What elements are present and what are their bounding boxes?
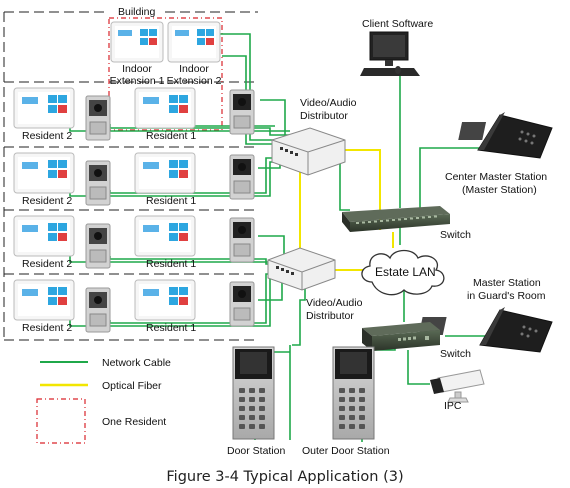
estate-lan-cloud-icon [361,249,445,296]
resident-1-door-unit [229,154,255,200]
distributor-bottom-label-line1: Video/Audio [306,297,363,309]
legend-network-cable-label: Network Cable [102,357,171,369]
one-resident-box [108,17,223,131]
building-outline [3,11,258,341]
resident-2-indoor-station [13,279,75,321]
resident-row: Resident 2 Resident 1 [13,279,255,334]
resident-rows: Resident 2 Resident 1 Resident 2 Resident 1… [13,87,255,334]
ipc-camera-icon [430,369,485,403]
figure-caption: Figure 3-4 Typical Application (3) [166,469,403,485]
estate-lan-label: Estate LAN [375,265,436,279]
indoor-extension-2-label-line1: Indoor [179,63,209,75]
resident-1-label: Resident 1 [146,195,196,207]
indoor-extension-1-device [110,21,164,63]
door-station-label: Door Station [227,445,286,457]
distributor-bottom-device [267,247,336,291]
legend: Network Cable Optical Fiber One Resident [36,357,171,444]
master-station-guard-label-line2: in Guard's Room [467,290,546,302]
distributor-top-device [271,127,346,176]
resident-1-door-unit [229,217,255,263]
resident-2-indoor-station [13,215,75,257]
indoor-extension-2-device [167,21,221,63]
resident-2-door-unit [85,95,111,141]
client-software-computer-icon [360,31,420,76]
resident-1-indoor-station [134,279,196,321]
resident-1-indoor-station [134,87,196,129]
resident-1-label: Resident 1 [146,258,196,270]
switch-top-label: Switch [440,229,471,241]
resident-row: Resident 2 Resident 1 [13,87,255,142]
resident-1-door-unit [229,89,255,135]
resident-2-indoor-station [13,87,75,129]
legend-one-resident-swatch [36,398,86,444]
legend-optical-fiber-label: Optical Fiber [102,380,162,392]
resident-row: Resident 2 Resident 1 [13,152,255,207]
resident-row: Resident 2 Resident 1 [13,215,255,270]
center-master-station-label-line2: (Master Station) [462,184,537,196]
resident-1-indoor-station [134,152,196,194]
ipc-label: IPC [444,400,462,412]
resident-2-label: Resident 2 [22,322,72,334]
master-station-guard-device [418,307,553,353]
building-label: Building [118,6,156,18]
switch-top-device [342,206,450,232]
outer-door-station-device [332,346,375,440]
resident-2-indoor-station [13,152,75,194]
resident-2-label: Resident 2 [22,258,72,270]
distributor-bottom-label-line2: Distributor [306,310,354,322]
distributor-top-label-line1: Video/Audio [300,97,357,109]
indoor-extension-1-label-line2: Extension 1 [110,75,165,87]
resident-1-label: Resident 1 [146,322,196,334]
master-station-guard-label-line1: Master Station [473,277,541,289]
resident-2-label: Resident 2 [22,130,72,142]
resident-2-door-unit [85,287,111,333]
center-master-station-label-line1: Center Master Station [445,171,547,183]
center-master-station-device [458,112,553,159]
distributor-top-label-line2: Distributor [300,110,348,122]
resident-2-label: Resident 2 [22,195,72,207]
door-station-device [232,346,275,440]
resident-1-door-unit [229,281,255,327]
resident-2-door-unit [85,223,111,269]
switch-bottom-label: Switch [440,348,471,360]
resident-2-door-unit [85,160,111,206]
indoor-extension-1-label-line1: Indoor [122,63,152,75]
outer-door-station-label: Outer Door Station [302,445,390,457]
legend-one-resident-label: One Resident [102,416,166,428]
resident-1-label: Resident 1 [146,130,196,142]
resident-1-indoor-station [134,215,196,257]
switch-bottom-device [362,322,440,351]
indoor-extension-2-label-line2: Extension 2 [167,75,222,87]
client-software-label: Client Software [362,18,433,30]
